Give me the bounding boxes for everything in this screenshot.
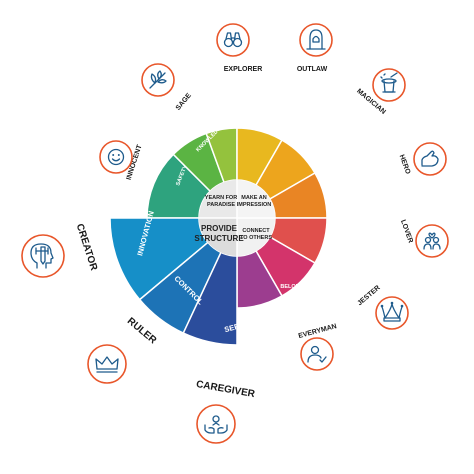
center-core: YEARN FOR PARADISE MAKE AN IMPRESSION CO… (194, 180, 275, 256)
segment-label-enjoyment: ENJOYMENT (323, 253, 346, 286)
segment-label-belonging: BELONGING (280, 284, 313, 290)
segment-label-freedom: FREEDOM (228, 105, 256, 121)
core-label-tl-line1: YEARN FOR (205, 195, 237, 201)
core-quadrant-bottom-right (237, 218, 275, 256)
core-label-br-line1: CONNECT (242, 228, 270, 234)
core-label-bl-line2: STRUCTURE (194, 234, 244, 243)
jester-hat-icon (375, 296, 409, 330)
core-label-tr-line1: MAKE AN (241, 195, 266, 201)
smiley-icon (99, 140, 133, 174)
core-label-tl-line2: PARADISE (207, 202, 235, 208)
core-label-br-line2: TO OTHERS (240, 235, 272, 241)
archetype-label-creator: CREATOR (74, 222, 100, 272)
archetype-icons (21, 23, 449, 444)
segment-label-intimacy: INTIMACY (345, 222, 361, 249)
archetype-label-ruler: RULER (125, 316, 159, 347)
core-quadrant-bottom-left (199, 218, 237, 256)
leaf-icon (141, 63, 175, 97)
core-quadrant-top-right (237, 180, 275, 218)
segment-label-liberation: LIBERATION (282, 100, 315, 106)
archetype-label-explorer: EXPLORER (224, 66, 263, 73)
archetype-label-sage: SAGE (175, 92, 193, 112)
segment-label-power: POWER (329, 126, 348, 145)
hooded-figure-icon (299, 23, 333, 57)
head-pencil-icon (21, 234, 65, 278)
archetype-label-outlaw: OUTLAW (297, 66, 328, 73)
crown-icon (87, 344, 127, 384)
magic-hat-icon (372, 68, 406, 102)
archetype-label-hero: HERO (398, 154, 412, 176)
core-label-bl-line1: PROVIDE (201, 224, 238, 233)
archetype-label-caregiver: CAREGIVER (195, 379, 256, 400)
binoculars-icon (216, 23, 250, 57)
person-check-icon (300, 337, 334, 371)
core-label-tr-line2: IMPRESSION (237, 202, 272, 208)
core-quadrant-top-left (199, 180, 237, 218)
caring-hands-icon (196, 404, 236, 444)
archetype-label-lover: LOVER (399, 219, 414, 244)
couple-heart-icon (415, 224, 449, 258)
segment-label-mastery: MASTERY (347, 165, 363, 192)
flexed-arm-icon (413, 142, 447, 176)
